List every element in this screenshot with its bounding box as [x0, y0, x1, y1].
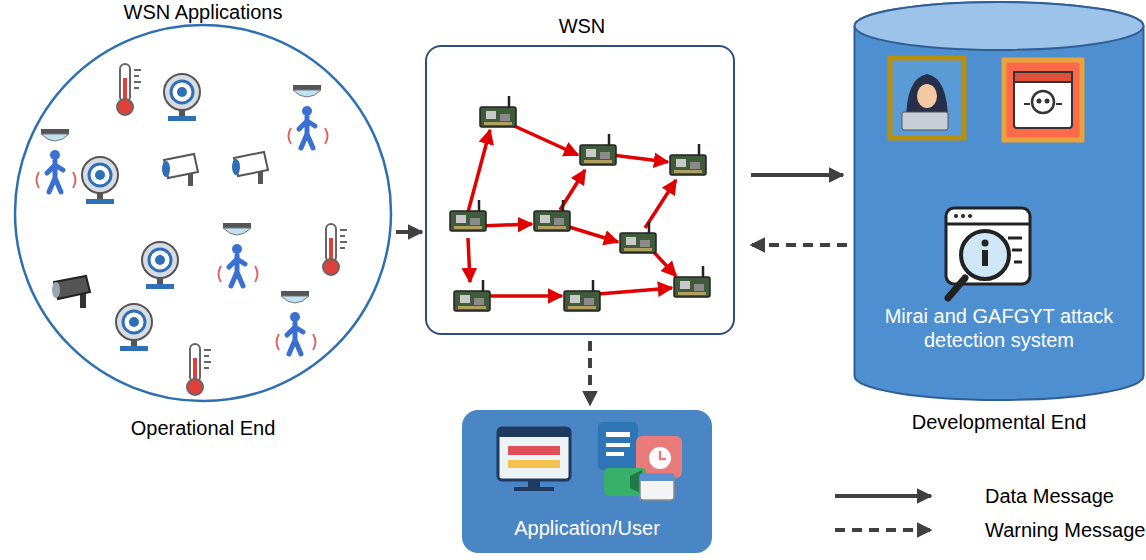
- legend-sample: [835, 483, 945, 509]
- legend-sample: [835, 517, 945, 543]
- region-label: Operational End: [13, 416, 393, 440]
- legend-entry: Data Message: [835, 483, 1114, 509]
- region-circle: [15, 25, 391, 401]
- detection-cylinder: Mirai and GAFGYT attack detection system…: [853, 0, 1145, 402]
- legend-label: Warning Message: [985, 517, 1145, 543]
- application-label: Application/User: [462, 516, 712, 540]
- warning-arrow: [588, 341, 592, 405]
- legend-line: [835, 528, 931, 532]
- network-box: WSN: [425, 45, 735, 335]
- region-outline: [13, 0, 393, 446]
- legend-line: [835, 494, 931, 498]
- system-label: Mirai and GAFGYT attack detection system: [869, 304, 1129, 352]
- application-box: Application/User: [462, 410, 712, 553]
- network-heading: WSN: [427, 14, 737, 38]
- cylinder-top: [855, 2, 1144, 50]
- legend-entry: Warning Message: [835, 517, 1145, 543]
- warning-arrow: [751, 243, 847, 247]
- end-label: Developmental End: [853, 410, 1145, 434]
- legend-label: Data Message: [985, 483, 1114, 509]
- data-arrow: [396, 230, 422, 234]
- cylinder-body: [855, 2, 1144, 400]
- data-arrow: [751, 173, 843, 177]
- application-region: WSN ApplicationsOperational End: [13, 0, 393, 446]
- region-heading: WSN Applications: [13, 0, 393, 24]
